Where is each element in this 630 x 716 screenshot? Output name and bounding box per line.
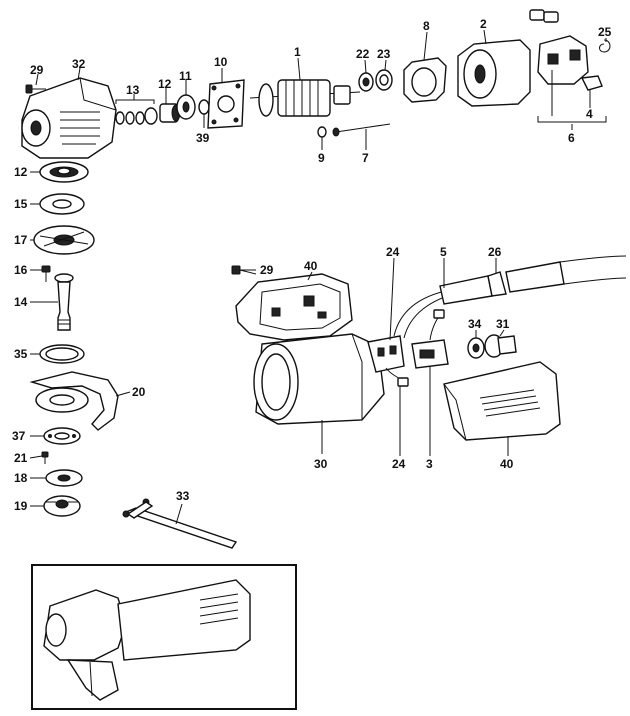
label-part-24-bottom: 24: [392, 457, 406, 471]
part-40-handle-cover: [443, 361, 561, 441]
label-part-12-top: 12: [158, 77, 172, 91]
label-part-19: 19: [14, 499, 28, 513]
part-34-strain-relief: [467, 337, 485, 359]
part-21-screw: [41, 451, 49, 464]
part-3-switch: [411, 309, 449, 369]
part-11-bearing: [176, 94, 196, 120]
part-1-armature: [249, 79, 361, 117]
part-22-bearing: [358, 72, 374, 92]
part-33-spanner-wrench: [122, 498, 238, 549]
part-18-flange: [45, 469, 83, 487]
label-part-11: 11: [179, 69, 192, 83]
label-part-24-top: 24: [386, 245, 400, 259]
label-part-13: 13: [126, 83, 140, 97]
label-part-33: 33: [176, 489, 190, 503]
part-24-terminal-block: [367, 335, 409, 387]
label-part-18: 18: [14, 471, 28, 485]
label-part-7: 7: [362, 151, 369, 165]
label-part-39: 39: [196, 131, 210, 145]
part-13-rings: [115, 99, 158, 125]
part-15-spacer: [39, 193, 85, 215]
part-31-bushing: [484, 334, 517, 358]
part-17-bearing-retainer: [33, 225, 95, 255]
label-part-3: 3: [426, 457, 433, 471]
part-16-screw: [41, 265, 51, 282]
part-7-bolt: [332, 123, 391, 137]
label-part-12-left: 12: [14, 165, 28, 179]
part-14-spindle: [54, 273, 74, 331]
label-part-34: 34: [468, 317, 482, 331]
label-part-26: 26: [488, 245, 502, 259]
inset-assembled-tool: [31, 564, 297, 710]
label-part-9: 9: [318, 151, 325, 165]
label-part-8: 8: [423, 19, 430, 33]
part-26-cord-protector: [487, 255, 627, 297]
part-35-ring: [39, 344, 85, 364]
part-10-bearing-plate: [207, 79, 245, 129]
part-32-gear-housing: [21, 77, 117, 159]
label-part-35: 35: [14, 347, 28, 361]
leader-lines: [29, 29, 607, 525]
label-part-2: 2: [480, 17, 487, 31]
label-part-40-top: 40: [304, 259, 318, 273]
label-part-37: 37: [12, 429, 26, 443]
label-part-21: 21: [14, 451, 28, 465]
label-part-5: 5: [440, 245, 447, 259]
label-part-32: 32: [72, 57, 86, 71]
label-part-40-bottom: 40: [500, 457, 514, 471]
part-number-labels: 29 32 13 12 11 39 10 1 22 23 8 2 25 4 6 …: [12, 17, 612, 513]
label-part-10: 10: [214, 55, 228, 69]
label-part-20: 20: [132, 385, 146, 399]
part-6-bracket: [537, 116, 607, 123]
part-19-lock-nut: [43, 495, 81, 517]
part-30-motor-housing: [253, 333, 385, 425]
part-40-handle-half: [235, 273, 353, 341]
label-part-29-center: 29: [260, 263, 274, 277]
part-37-clamp: [43, 427, 81, 445]
part-20-guard: [29, 371, 119, 431]
label-part-22: 22: [356, 47, 370, 61]
label-part-23: 23: [377, 47, 391, 61]
label-part-25: 25: [598, 25, 612, 39]
part-29-screw-top: [25, 84, 46, 94]
part-8-baffle: [403, 57, 447, 103]
part-39-washer: [198, 99, 210, 115]
label-part-14: 14: [14, 295, 28, 309]
part-23-bearing: [375, 69, 393, 91]
label-part-15: 15: [14, 197, 28, 211]
part-9-nut: [317, 126, 327, 138]
label-part-1: 1: [294, 45, 301, 59]
part-12-pinion-top: [159, 103, 181, 123]
label-part-6: 6: [568, 131, 575, 145]
label-part-16: 16: [14, 263, 28, 277]
part-2-field: [457, 39, 531, 107]
label-part-29-top: 29: [30, 63, 44, 77]
label-part-30: 30: [314, 457, 328, 471]
part-12-spindle-gear: [39, 161, 89, 183]
label-part-31: 31: [496, 317, 510, 331]
label-part-17: 17: [14, 233, 28, 247]
label-part-4: 4: [586, 107, 593, 121]
part-6-brush-holder: [529, 9, 611, 91]
